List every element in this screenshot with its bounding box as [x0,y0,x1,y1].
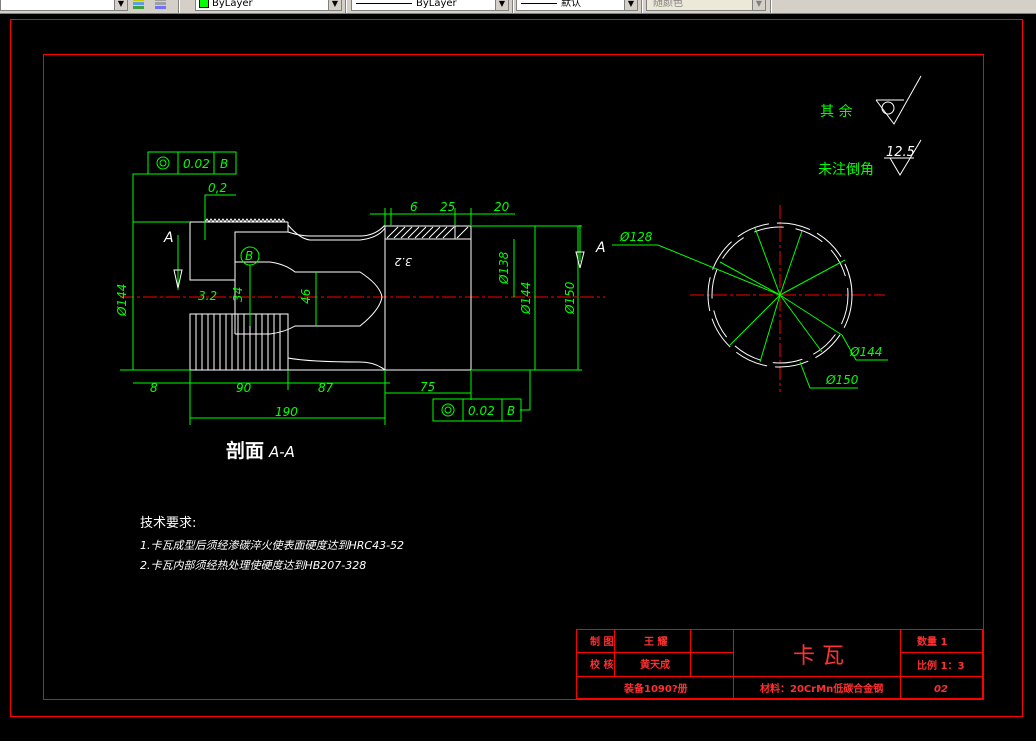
chevron-down-icon: ▼ [624,0,637,10]
linetype-combo[interactable]: ByLayer ▼ [351,0,509,11]
part-name: 卡 瓦 [793,644,844,669]
drawn-name: 王 耀 [644,635,667,648]
chamfer-value: 12.5 [886,145,915,160]
requirements-heading: 技术要求: [140,516,196,531]
dim-3-2: 3.2 [198,289,217,303]
chamfer-label: 未注倒角 [818,162,874,178]
gdt-top-datum: B [220,157,228,171]
datum-b-circle-icon [240,246,260,266]
toolbar-separator [512,0,514,13]
section-view-a-a: B 0.02 B 0.02 B 0,2 6 25 20 3.2 34 46 [115,151,606,462]
plotstyle-combo-value: 随颜色 [653,0,683,9]
part-outline [189,218,472,371]
section-arrow-right-icon [575,251,585,269]
dim-0-2: 0,2 [208,181,227,195]
section-title: 剖面 [226,439,264,462]
concentricity-icon [441,403,455,417]
dim-87: 87 [318,381,334,395]
roughness-symbol-rest: 其 余 [820,75,922,125]
inner-frame [43,54,984,700]
dim-150-right: Ø150 [825,373,859,387]
scale: 比例 1：3 [917,659,964,672]
section-letter-left: A [163,230,174,246]
layer-previous-icon[interactable] [153,0,169,11]
outer-frame [10,19,1023,717]
lineweight-combo-value: 默认 [561,0,581,9]
concentricity-icon [156,156,170,170]
layer-color-swatch [199,0,209,8]
lineweight-preview [521,2,557,4]
dim-75: 75 [420,380,435,394]
dim-25: 25 [440,200,455,214]
toolbar-separator [345,0,347,13]
dim-20: 20 [494,200,510,214]
roughness-circle-icon [881,101,895,115]
checked-label: 校 核 [590,658,613,671]
dim-128: Ø128 [619,230,653,244]
dim-144-left: Ø144 [115,284,129,317]
color-combo[interactable]: ByLayer ▼ [195,0,342,11]
chevron-down-icon: ▼ [495,0,508,10]
section-title-suffix: A-A [268,443,295,461]
plotstyle-combo: 随颜色 ▼ [646,0,766,11]
assembly-number: 装备1090?册 [623,682,688,695]
gdt-bottom-value: 0.02 [468,404,495,418]
datum-b-label: B [245,249,253,263]
dim-144-mid: Ø144 [519,282,533,315]
properties-toolbar: ▼ ByLayer ▼ ByLayer ▼ 默认 ▼ 随颜色 ▼ [0,0,1036,14]
dim-34: 34 [231,287,245,302]
leader-128 [612,244,781,296]
inner-circle [711,226,849,364]
checked-name: 黄天成 [640,658,670,671]
linetype-preview [356,2,412,4]
lineweight-combo[interactable]: 默认 ▼ [516,0,638,11]
drawing-canvas[interactable]: 其 余 未注倒角 12.5 [0,14,1036,737]
cad-drawing[interactable]: 其 余 未注倒角 12.5 [0,14,1036,737]
section-hatch [386,226,469,239]
roughness-rest-label: 其 余 [820,103,852,120]
dim-138: Ø138 [497,251,511,285]
dim-90: 90 [236,381,252,395]
requirement-item-2: 2.卡瓦内部须经热处理使硬度达到HB207-328 [140,559,366,572]
dim-3-2-hatch: 3.2 [395,255,413,268]
toolbar-separator [641,0,643,13]
chevron-down-icon: ▼ [752,0,765,10]
outer-circle [707,222,853,368]
section-letter-right: A [595,240,606,256]
dim-150: Ø150 [563,281,577,315]
dim-8: 8 [150,381,158,395]
layer-manager-icon[interactable] [131,0,147,11]
technical-requirements: 技术要求: 1.卡瓦成型后须经渗碳淬火使表面硬度达到HRC43-52 2.卡瓦内… [140,516,404,572]
chevron-down-icon: ▼ [328,0,341,10]
requirement-item-1: 1.卡瓦成型后须经渗碳淬火使表面硬度达到HRC43-52 [140,539,404,552]
dim-144-right: Ø144 [849,345,882,359]
drawn-label: 制 图 [590,635,613,648]
toolbar-separator [770,0,772,13]
title-block: 制 图 王 耀 校 核 黄天成 卡 瓦 数量 1 比例 1：3 装备1090?册… [576,629,983,699]
material: 材料：20CrMn低碳合金钢 [760,682,883,695]
gdt-bottom-datum: B [507,404,515,418]
chevron-down-icon: ▼ [114,0,127,10]
dim-190: 190 [275,405,298,419]
sheet-number: 02 [934,684,948,695]
dim-46: 46 [299,288,313,304]
gdt-frame-bottom: 0.02 B [432,398,522,422]
layer-state-combo[interactable]: ▼ [0,0,128,11]
dim-6: 6 [410,200,418,214]
end-view: Ø128 Ø144 Ø150 [612,205,888,392]
leader-144 [841,334,888,361]
toolbar-separator [178,0,180,13]
radial-lines [719,227,846,363]
serration-lines [195,314,281,370]
linetype-combo-value: ByLayer [416,0,457,9]
roughness-symbol-chamfer: 未注倒角 12.5 [818,139,922,178]
section-arrow-left-icon [173,269,183,289]
quantity: 数量 1 [917,635,947,648]
gdt-top-value: 0.02 [183,157,210,171]
leader-150 [799,361,858,389]
dimension-lines [120,173,582,425]
gdt-frame-top: 0.02 B [147,151,237,175]
color-combo-value: ByLayer [212,0,253,9]
